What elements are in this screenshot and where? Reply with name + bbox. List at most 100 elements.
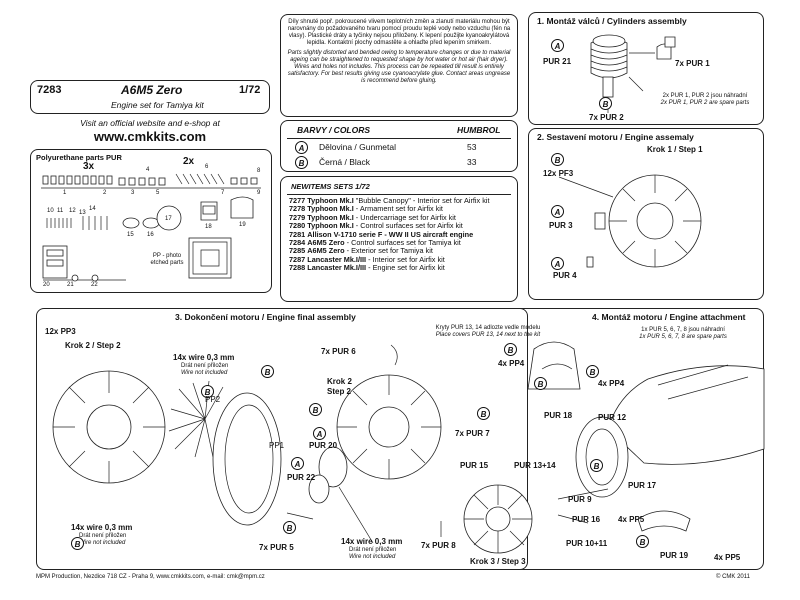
color-a-icon: A: [551, 205, 564, 218]
krok3-label: Krok 3 / Step 3: [470, 557, 526, 566]
colors-divider: [287, 138, 511, 139]
color-a-icon: A: [313, 427, 326, 440]
part-no-19: 19: [239, 222, 246, 228]
new-item-row: 7279 Typhoon Mk.I - Undercarriage set fo…: [289, 212, 456, 222]
color-b-icon: B: [599, 97, 612, 110]
color-b-icon: B: [309, 403, 322, 416]
part-no-12: 12: [69, 208, 76, 214]
cylinder-assembly-drawing: [590, 34, 676, 113]
pe-parts-label: PP - photo etched parts: [150, 253, 184, 266]
colors-header: BARVY / COLORS: [297, 125, 371, 135]
part-no-13: 13: [79, 210, 86, 216]
wire-mid-cz: Drát není přiložen: [349, 547, 397, 553]
color-b-icon: B: [295, 156, 308, 169]
part-no-14: 14: [89, 206, 96, 212]
pur22-label: PUR 22: [287, 473, 316, 482]
part-no-17: 17: [165, 216, 172, 222]
color-b-icon: B: [590, 459, 603, 472]
pp4-a-label: 4x PP4: [498, 359, 525, 368]
new-items-box: NEWITEMS SETS 1/72 7277 Typhoon Mk.I "Bu…: [280, 176, 518, 302]
pur2-label: 7x PUR 2: [589, 113, 624, 122]
step3-box: 3. Dokončení motoru / Engine final assem…: [36, 308, 528, 570]
qty-2x: 2x: [183, 156, 195, 167]
new-item-row: 7288 Lancaster Mk.I/III - Engine set for…: [289, 263, 445, 273]
wire-top-label: 14x wire 0,3 mm: [173, 353, 235, 362]
pur1-label: 7x PUR 1: [675, 59, 710, 68]
pur19-label: PUR 19: [660, 551, 689, 560]
part-row-sprue: [42, 237, 232, 282]
part-no-22: 22: [91, 282, 98, 288]
part-no-15: 15: [127, 232, 134, 238]
pp3-label: 12x PP3: [45, 327, 76, 336]
visit-text: Visit an official website and e-shop at: [80, 118, 220, 128]
parts-panel-title: Polyurethane parts PUR: [36, 153, 122, 162]
color-b-icon: B: [504, 343, 517, 356]
step2-box: 2. Sestavení motoru / Engine assemaly Kr…: [528, 128, 764, 300]
wire-bottom-en: Wire not included: [79, 540, 126, 546]
pur16-label: PUR 16: [572, 515, 601, 524]
humbrol-header: HUMBROL: [457, 125, 501, 135]
part-no-2: 2: [103, 190, 107, 196]
step1-title: 1. Montáž válců / Cylinders assembly: [537, 16, 687, 26]
set-title: A6M5 Zero: [121, 83, 183, 97]
step2-title: 2. Sestavení motoru / Engine assemaly: [537, 132, 694, 142]
new-item-row: 7285 A6M5 Zero - Exterior set for Tamiya…: [289, 246, 433, 256]
step1-box: 1. Montáž válců / Cylinders assembly A P…: [528, 12, 764, 125]
header-box: 7283 A6M5 Zero 1/72 Engine set for Tamiy…: [30, 80, 270, 114]
pp5-b-label: 4x PP5: [714, 553, 741, 562]
new-item-row: 7280 Typhoon Mk.I - Control surfaces set…: [289, 221, 463, 231]
color-a-name: Dělovina / Gunmetal: [319, 142, 397, 152]
new-items-divider: [287, 194, 511, 195]
part-no-4: 4: [146, 167, 150, 173]
krok2-step2-label: Krok 2 / Step 2: [65, 341, 121, 350]
pur15-label: PUR 15: [460, 461, 489, 470]
color-b-name: Černá / Black: [319, 157, 371, 167]
set-code: 7283: [37, 84, 62, 96]
step4-title: 4. Montáž motoru / Engine attachment: [592, 312, 746, 322]
pur8-label: 7x PUR 8: [421, 541, 456, 550]
step4-spare-note: 1x PUR 5, 6, 7, 8 jsou náhradní 1x PUR 5…: [639, 327, 727, 340]
part-no-10: 10: [47, 208, 54, 214]
color-b-icon: B: [261, 365, 274, 378]
part-no-11: 11: [57, 208, 64, 214]
pur1011-label: PUR 10+11: [566, 539, 608, 548]
engine-assembly-drawing: [558, 174, 702, 268]
warning-en: Parts slightly distorted and bended owin…: [287, 50, 511, 84]
pur9-label: PUR 9: [568, 495, 592, 504]
pur20-label: PUR 20: [309, 441, 338, 450]
color-a-code: 53: [467, 142, 477, 152]
color-b-icon: B: [551, 153, 564, 166]
part-no-16: 16: [147, 232, 154, 238]
pur17-label: PUR 17: [628, 481, 657, 490]
pur1314-label: PUR 13+14: [514, 461, 556, 470]
pp2-label: PP2: [205, 395, 221, 404]
part-no-6: 6: [205, 164, 209, 170]
part-no-8: 8: [257, 168, 261, 174]
pur5-label: 7x PUR 5: [259, 543, 294, 552]
warning-cz: Díly shnuté popř. pokroucené vlivem tepl…: [287, 19, 511, 46]
pp4-b-label: 4x PP4: [598, 379, 625, 388]
set-subtitle: Engine set for Tamiya kit: [111, 100, 204, 110]
pur4-label: PUR 4: [553, 271, 577, 280]
step4-cover-note: Kryty PUR 13, 14 adlozte vedle modelu Pl…: [435, 325, 541, 338]
part-row-pipes: [46, 196, 254, 231]
website-link[interactable]: www.cmkkits.com: [93, 129, 207, 144]
color-b-icon: B: [71, 537, 84, 550]
color-a-icon: A: [551, 39, 564, 52]
part-no-7: 7: [221, 190, 225, 196]
color-a-icon: A: [291, 457, 304, 470]
pp1-label: PP1: [269, 441, 285, 450]
new-items-list: 7277 Typhoon Mk.I "Bubble Canopy" - Inte…: [289, 196, 490, 273]
warning-box: Díly shnuté popř. pokroucené vlivem tepl…: [280, 14, 518, 117]
color-b-code: 33: [467, 157, 477, 167]
color-b-icon: B: [477, 407, 490, 420]
step1-spare-note: 2x PUR 1, PUR 2 jsou náhradní 2x PUR 1, …: [660, 93, 750, 106]
set-scale: 1/72: [239, 84, 261, 96]
step2-label: Step 2: [327, 387, 352, 396]
wire-bottom-cz: Drát není přiložen: [79, 533, 127, 539]
color-b-icon: B: [636, 535, 649, 548]
part-row-cylinders: [41, 173, 261, 189]
pur3-label: PUR 3: [549, 221, 573, 230]
color-b-icon: B: [283, 521, 296, 534]
color-b-icon: B: [201, 385, 214, 398]
